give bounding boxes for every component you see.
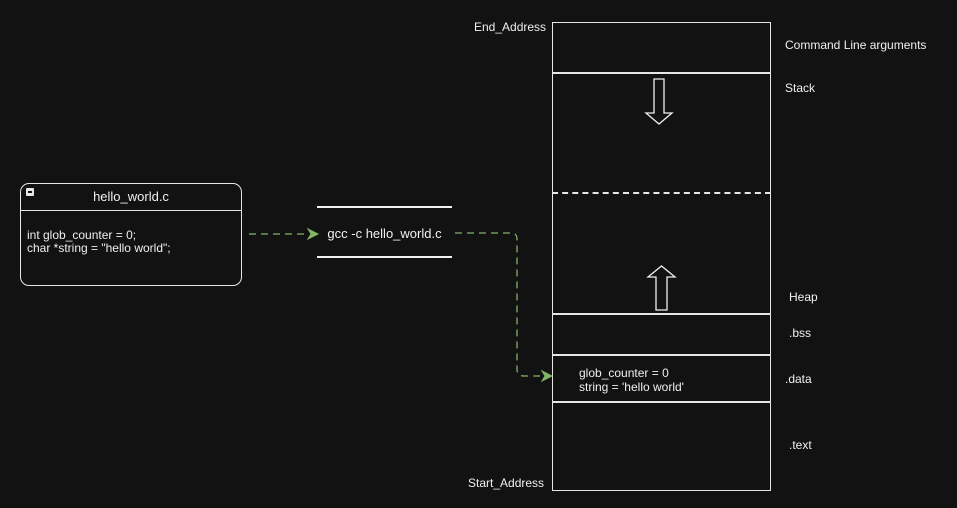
memory-layout bbox=[552, 22, 771, 491]
start-address-label: Start_Address bbox=[468, 476, 545, 490]
segment-label-heap: Heap bbox=[789, 290, 818, 304]
code-line: int glob_counter = 0; bbox=[27, 228, 137, 242]
collapse-icon[interactable] bbox=[26, 188, 34, 196]
end-address-label: End_Address bbox=[474, 20, 547, 34]
source-file-title: hello_world.c bbox=[93, 189, 169, 204]
segment-label-data: .data bbox=[785, 372, 812, 386]
data-value: string = 'hello world' bbox=[579, 380, 684, 394]
data-segment-contents: glob_counter = 0 string = 'hello world' bbox=[579, 366, 684, 394]
command-line-divider bbox=[552, 72, 771, 74]
bss-divider bbox=[552, 354, 771, 356]
source-file-header: hello_world.c bbox=[21, 184, 241, 211]
compile-step-top-line bbox=[317, 206, 452, 208]
flow-arrow-compile-to-data bbox=[455, 232, 542, 377]
heap-growth-arrow-icon bbox=[646, 265, 677, 311]
segment-label-bss: .bss bbox=[789, 326, 812, 340]
flow-arrow-head-icon bbox=[306, 227, 320, 241]
source-code: int glob_counter = 0; char *string = "he… bbox=[27, 229, 171, 255]
segment-label-command-line: Command Line arguments bbox=[785, 38, 927, 52]
flow-arrow-head-icon bbox=[540, 369, 554, 383]
data-divider bbox=[552, 401, 771, 403]
stack-heap-boundary bbox=[552, 192, 771, 194]
compile-command: gcc -c hello_world.c bbox=[327, 226, 442, 241]
segment-label-text: .text bbox=[789, 438, 812, 452]
heap-divider bbox=[552, 313, 771, 315]
compile-step-bottom-line bbox=[317, 256, 452, 258]
segment-label-stack: Stack bbox=[785, 81, 816, 95]
source-file-card[interactable]: hello_world.c int glob_counter = 0; char… bbox=[20, 183, 242, 286]
data-value: glob_counter = 0 bbox=[579, 366, 669, 380]
code-line: char *string = "hello world"; bbox=[27, 241, 171, 255]
stack-growth-arrow-icon bbox=[644, 78, 674, 125]
